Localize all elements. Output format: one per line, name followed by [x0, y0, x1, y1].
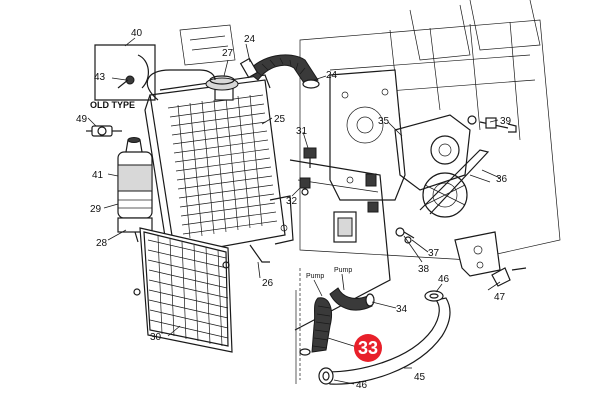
radiator-screen — [133, 227, 233, 353]
leader-lines — [87, 37, 501, 385]
pump-label-left: Pump — [306, 273, 324, 280]
callout-27: 27 — [222, 48, 234, 59]
upper-hose — [239, 54, 320, 89]
callout-35: 35 — [378, 116, 390, 127]
callout-41: 41 — [92, 170, 104, 181]
callout-39: 39 — [500, 116, 512, 127]
callout-40: 40 — [131, 28, 143, 39]
callout-32: 32 — [286, 196, 298, 207]
drain-fitting — [86, 125, 122, 137]
callout-34: 34 — [396, 304, 408, 315]
callout-29: 29 — [90, 204, 102, 215]
callout-37: 37 — [428, 248, 440, 259]
callout-24-right: 24 — [326, 70, 338, 81]
highlight-label: 33 — [358, 338, 378, 358]
radiator-core — [167, 94, 278, 239]
old-type-inset — [94, 44, 156, 101]
callout-26: 26 — [262, 278, 274, 289]
callout-28: 28 — [96, 238, 108, 249]
callout-46-lower: 46 — [356, 380, 368, 391]
highlight-circle — [354, 334, 382, 362]
coolant-reservoir — [117, 137, 153, 243]
callout-30: 30 — [150, 332, 162, 343]
pump-label-right: Pump — [334, 267, 352, 274]
callout-46-upper: 46 — [438, 274, 450, 285]
callout-38: 38 — [418, 264, 430, 275]
right-side-parts — [395, 115, 527, 287]
old-type-label: OLD TYPE — [90, 100, 135, 110]
callout-36: 36 — [496, 174, 508, 185]
highlighted-part-callout[interactable]: 33 — [354, 334, 382, 362]
callout-31: 31 — [296, 126, 308, 137]
engine-block — [179, 0, 561, 261]
callout-25: 25 — [274, 114, 286, 125]
callout-45: 45 — [414, 372, 426, 383]
lower-hoses — [295, 268, 451, 385]
callout-24-top: 24 — [244, 34, 256, 45]
callout-49: 49 — [76, 114, 88, 125]
callout-labels: 40 43 OLD TYPE 27 24 24 49 25 31 35 39 4… — [76, 28, 512, 391]
callout-43: 43 — [94, 72, 106, 83]
callout-47: 47 — [494, 292, 506, 303]
